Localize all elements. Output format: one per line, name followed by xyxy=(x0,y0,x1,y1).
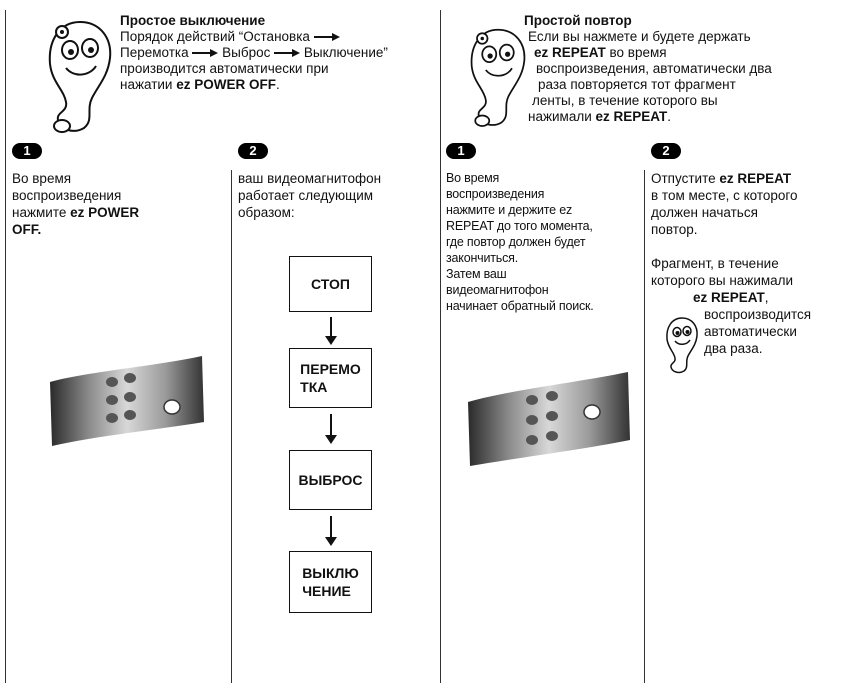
flow-step-eject: ВЫБРОС xyxy=(289,450,372,510)
arrow-down-icon xyxy=(325,414,337,444)
arrow-right-icon xyxy=(274,49,301,57)
ghost-mascot-icon xyxy=(666,317,698,374)
ghost-mascot-icon xyxy=(470,28,526,127)
step2-text: ваш видеомагнитофон работает следующим о… xyxy=(238,171,382,220)
step-badge-1: 1 xyxy=(446,143,476,159)
ghost-mascot-icon xyxy=(48,20,112,133)
arrow-right-icon xyxy=(192,49,219,57)
arrow-right-icon xyxy=(313,33,340,41)
flow-step-stop: СТОП xyxy=(289,256,372,312)
step1-text: Во время воспроизведения нажмите ez POWE… xyxy=(12,171,140,237)
step-badge-2: 2 xyxy=(238,143,268,159)
column-divider xyxy=(231,170,232,683)
section-title: Простой повтор xyxy=(524,13,632,28)
arrow-down-icon xyxy=(325,516,337,546)
step-badge-1: 1 xyxy=(12,143,42,159)
step2-text: Отпустите ez REPEAT в том месте, с котор… xyxy=(651,171,812,356)
column-divider xyxy=(5,10,6,683)
intro-simple-power-off: Простое выключение Порядок действий “Ост… xyxy=(120,13,440,93)
arrow-down-icon xyxy=(325,317,337,345)
section-title: Простое выключение xyxy=(120,13,266,28)
column-divider xyxy=(440,10,441,683)
intro-simple-repeat: Простой повтор Если вы нажмете и будете … xyxy=(524,13,839,125)
remote-control-icon xyxy=(468,372,630,466)
step-badge-2: 2 xyxy=(651,143,681,159)
column-divider xyxy=(644,170,645,683)
remote-control-icon xyxy=(50,356,204,446)
step1-text: Во время воспроизведения нажмите и держи… xyxy=(446,171,594,313)
